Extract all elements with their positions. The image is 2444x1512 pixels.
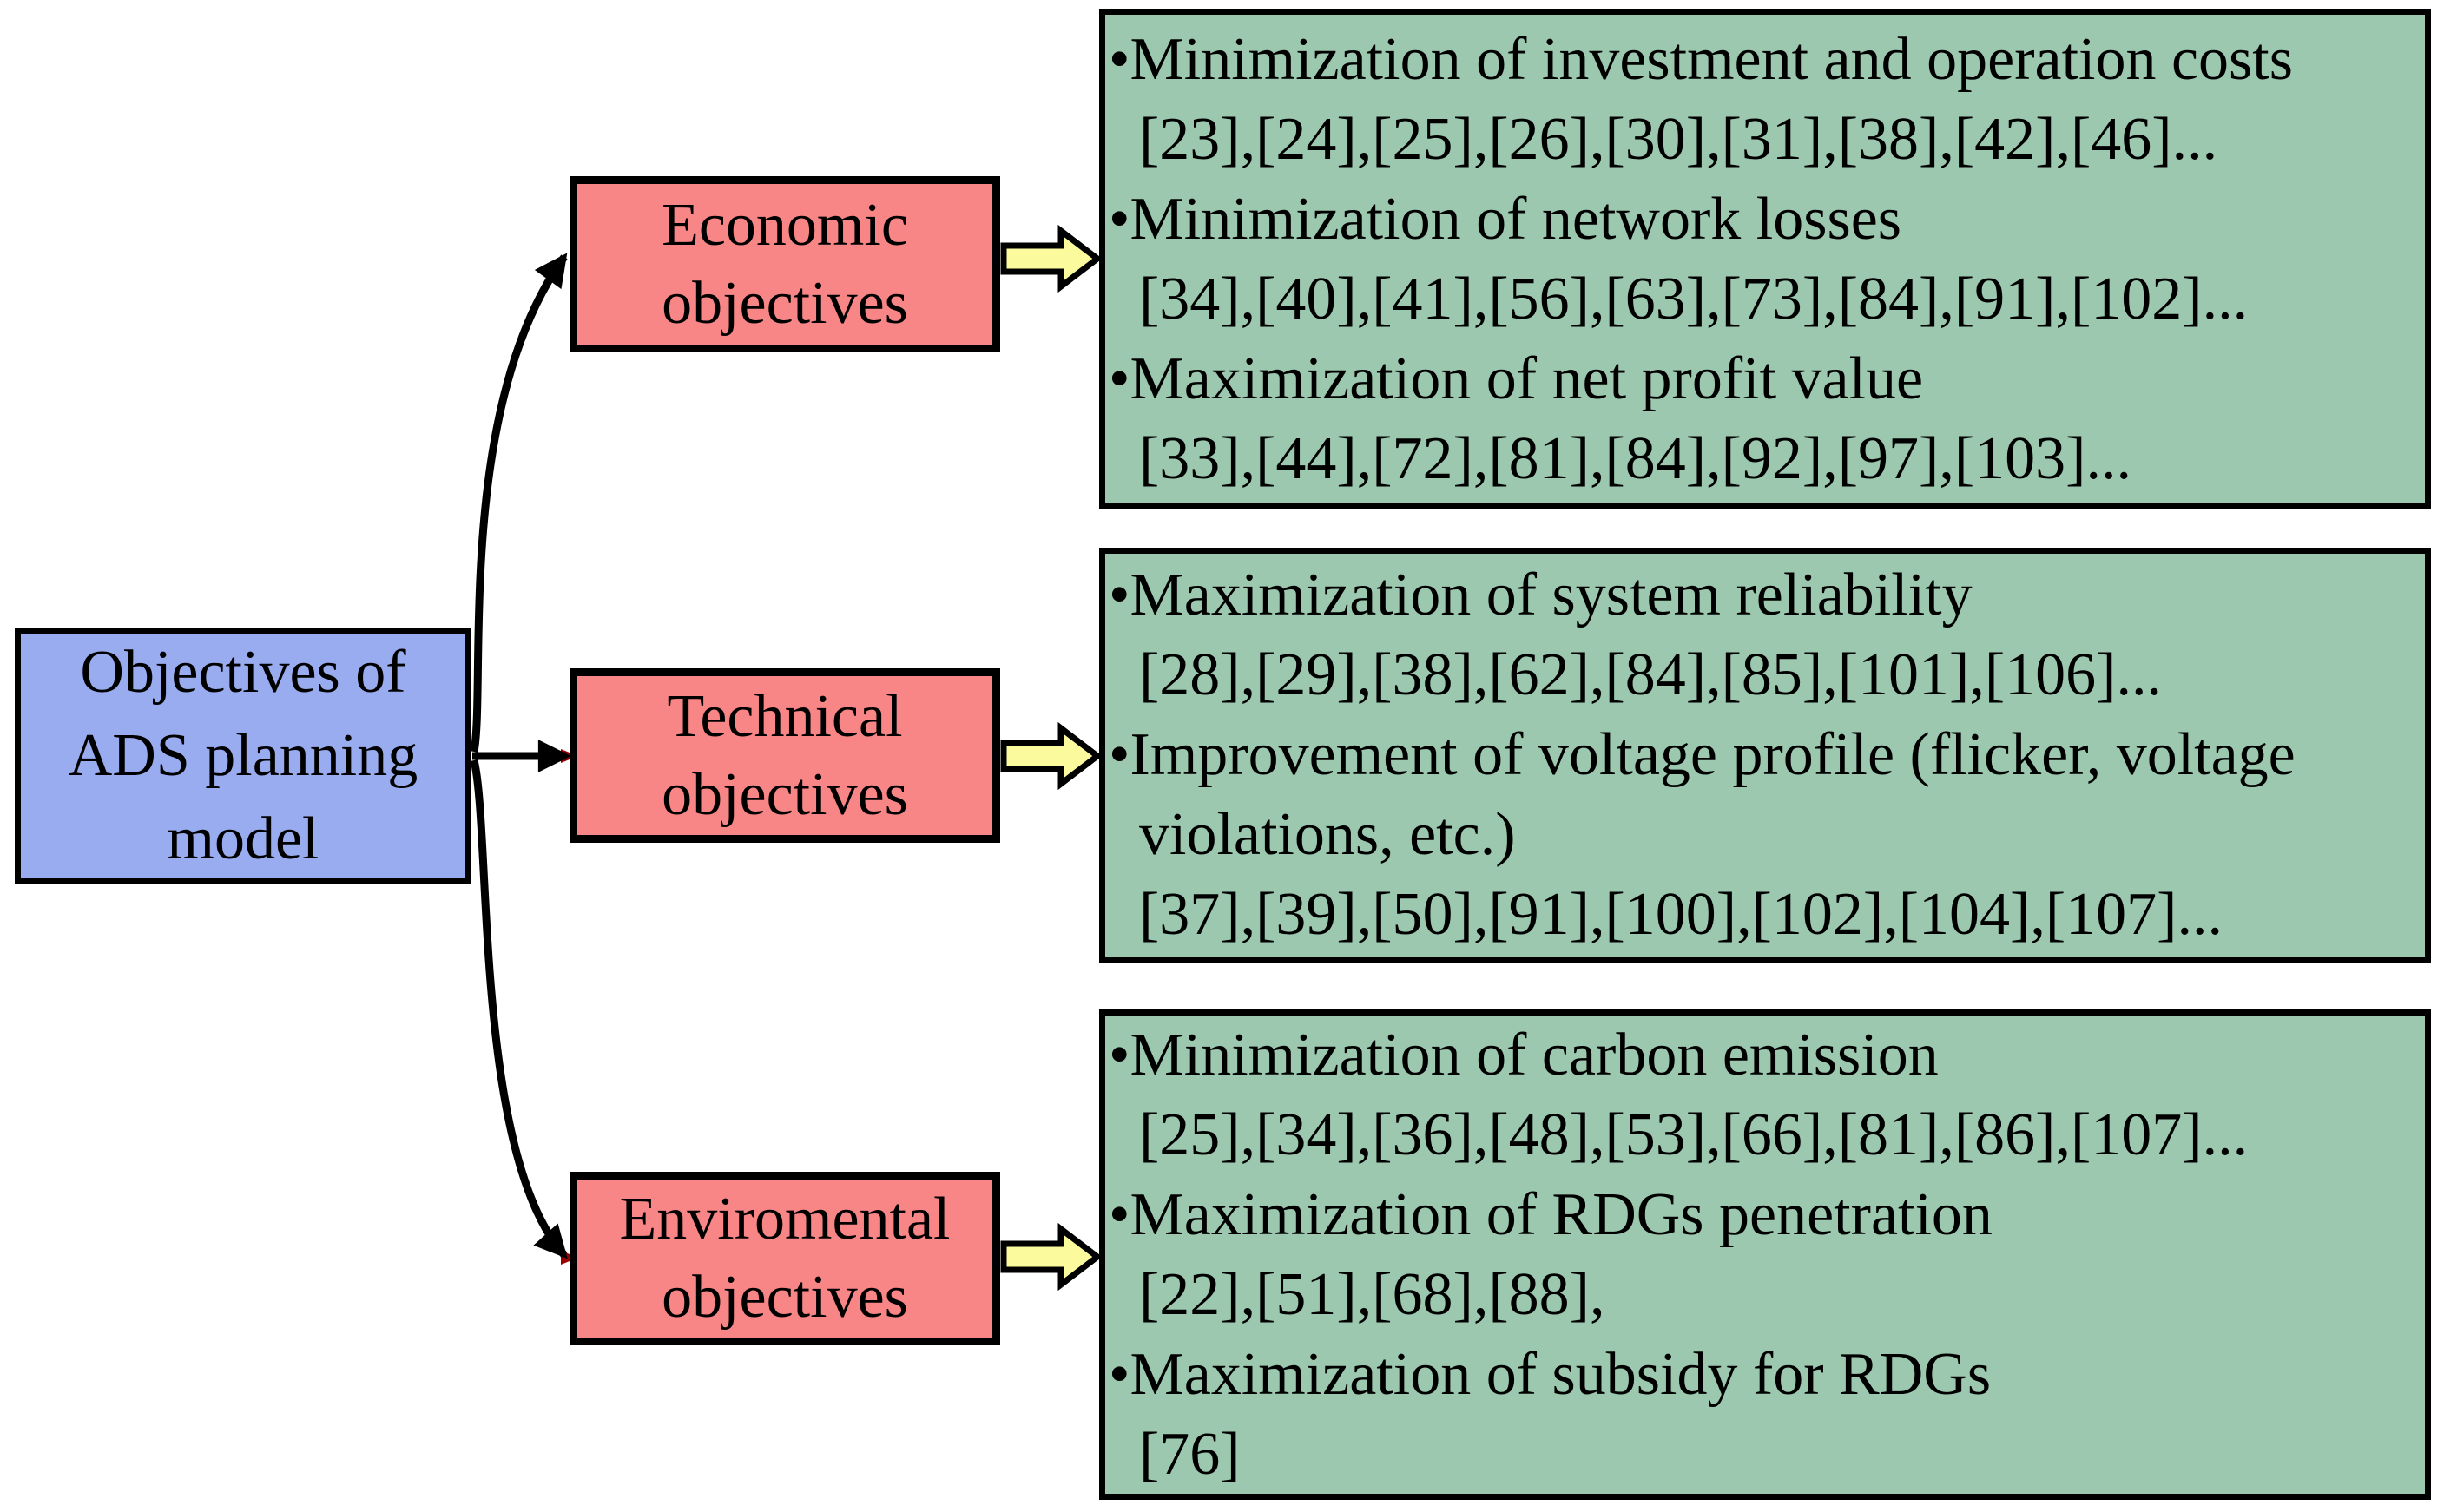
reference-line: [22],[51],[68],[88], bbox=[1139, 1260, 1605, 1328]
bullet-line: •Maximization of net profit value bbox=[1109, 345, 1924, 412]
curved-arrow-root-to-economic bbox=[470, 253, 568, 753]
root-box-line: Objectives of bbox=[80, 639, 406, 706]
detail-box-technical: •Maximization of system reliability [28]… bbox=[1099, 548, 2431, 963]
reference-line: [76] bbox=[1139, 1420, 1241, 1488]
branch-box-line: objectives bbox=[662, 1264, 908, 1331]
branch-box-environmental: Enviromental objectives bbox=[570, 1172, 1000, 1345]
branch-box-technical: Technical objectives bbox=[570, 668, 1000, 843]
yellow-arrow-environmental-icon bbox=[1000, 1222, 1103, 1292]
branch-box-line: objectives bbox=[662, 269, 908, 337]
reference-line: [28],[29],[38],[62],[84],[85],[101],[106… bbox=[1139, 641, 2162, 708]
yellow-arrow-economic-icon bbox=[1000, 224, 1103, 293]
detail-box-economic: •Minimization of investment and operatio… bbox=[1099, 9, 2431, 509]
bullet-line: •Maximization of subsidy for RDGs bbox=[1109, 1340, 1992, 1408]
root-box-line: ADS planning bbox=[68, 722, 418, 789]
branch-box-line: objectives bbox=[662, 760, 908, 828]
bullet-line: •Minimization of network losses bbox=[1109, 185, 1902, 253]
bullet-line: •Maximization of RDGs penetration bbox=[1109, 1180, 1993, 1248]
reference-line: [37],[39],[50],[91],[100],[102],[104],[1… bbox=[1139, 881, 2223, 948]
reference-line: [23],[24],[25],[26],[30],[31],[38],[42],… bbox=[1139, 105, 2218, 173]
reference-line: [25],[34],[36],[48],[53],[66],[81],[86],… bbox=[1139, 1101, 2249, 1168]
branch-box-line: Technical bbox=[667, 682, 903, 750]
branch-box-economic: Economic objectives bbox=[570, 176, 1000, 352]
bullet-line: •Minimization of investment and operatio… bbox=[1109, 25, 2293, 93]
bullet-line: •Improvement of voltage profile (flicker… bbox=[1109, 721, 2296, 788]
yellow-arrow-technical-icon bbox=[1000, 721, 1103, 791]
detail-box-environmental: •Minimization of carbon emission [25],[3… bbox=[1099, 1009, 2431, 1500]
branch-box-line: Economic bbox=[662, 191, 908, 259]
bullet-line: •Maximization of system reliability bbox=[1109, 562, 1973, 628]
branch-box-line: Enviromental bbox=[619, 1186, 951, 1252]
root-box: Objectives of ADS planning model bbox=[15, 628, 471, 884]
continuation-line: violations, etc.) bbox=[1139, 801, 1516, 868]
reference-line: [33],[44],[72],[81],[84],[92],[97],[103]… bbox=[1139, 424, 2131, 492]
curved-arrow-root-to-environmental bbox=[470, 759, 568, 1259]
bullet-line: •Minimization of carbon emission bbox=[1109, 1021, 1939, 1088]
root-box-line: model bbox=[167, 805, 319, 872]
reference-line: [34],[40],[41],[56],[63],[73],[84],[91],… bbox=[1139, 265, 2249, 332]
